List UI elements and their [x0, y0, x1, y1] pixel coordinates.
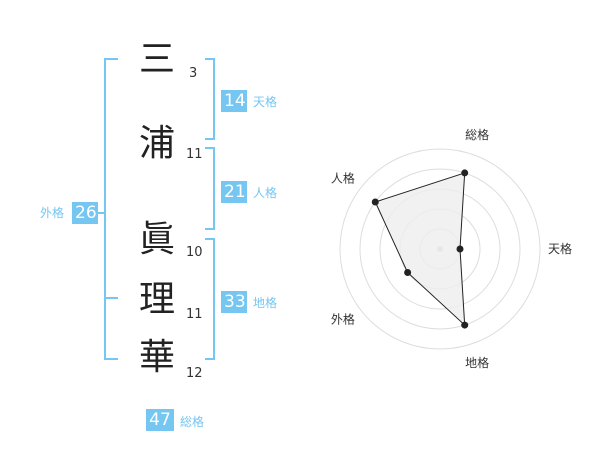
- radar-point-地格: [461, 321, 469, 329]
- stroke-count-5: 12: [186, 366, 203, 381]
- gaikaku-bracket-mid: [104, 297, 118, 299]
- soukaku-value-badge: 47: [146, 409, 174, 431]
- radar-axis-label-天格: 天格: [548, 241, 572, 256]
- gaikaku-bracket-connector: [98, 212, 104, 214]
- chikaku-bracket-vertical: [213, 238, 215, 360]
- tenkaku-bracket-vertical: [213, 58, 215, 140]
- radar-axis-label-地格: 地格: [465, 355, 489, 370]
- radar-point-天格: [456, 245, 464, 253]
- gaikaku-bracket-vertical: [104, 58, 106, 360]
- name-char-2: 浦: [138, 123, 175, 164]
- chikaku-bracket-top: [205, 238, 215, 240]
- name-char-3: 眞: [138, 219, 175, 260]
- radar-ring-5: [339, 148, 541, 350]
- stroke-count-1: 3: [189, 66, 198, 81]
- radar-point-外格: [404, 269, 412, 277]
- chikaku-bracket-bottom: [205, 358, 215, 360]
- gaikaku-label: 外格: [40, 206, 65, 220]
- gaikaku-bracket-bottom: [104, 358, 118, 360]
- chikaku-label: 地格: [253, 296, 278, 310]
- tenkaku-bracket-bottom: [205, 138, 215, 140]
- stroke-count-3: 10: [186, 245, 203, 260]
- radar-axis-label-外格: 外格: [331, 312, 355, 327]
- jinkaku-bracket-vertical: [213, 147, 215, 230]
- stroke-count-4: 11: [186, 307, 203, 322]
- tenkaku-bracket-top: [205, 58, 215, 60]
- stroke-count-2: 11: [186, 147, 203, 162]
- jinkaku-label: 人格: [253, 186, 278, 200]
- tenkaku-value-badge: 14: [221, 90, 247, 112]
- name-char-4: 理: [138, 279, 175, 320]
- soukaku-label: 総格: [180, 415, 205, 429]
- jinkaku-value-badge: 21: [221, 181, 247, 203]
- radar-axis-label-総格: 総格: [465, 127, 489, 142]
- radar-axis-label-人格: 人格: [331, 170, 355, 185]
- radar-point-人格: [371, 198, 379, 206]
- jinkaku-bracket-top: [205, 147, 215, 149]
- tenkaku-label: 天格: [253, 95, 278, 109]
- jinkaku-bracket-bottom: [205, 228, 215, 230]
- chikaku-value-badge: 33: [221, 291, 247, 313]
- name-char-1: 三: [138, 39, 175, 80]
- radar-point-総格: [461, 169, 469, 177]
- gaikaku-value-badge: 26: [72, 202, 98, 224]
- gaikaku-bracket-top: [104, 58, 118, 60]
- radar-ring-4: [359, 168, 521, 330]
- name-char-5: 華: [138, 337, 175, 378]
- radar-area: [374, 172, 466, 327]
